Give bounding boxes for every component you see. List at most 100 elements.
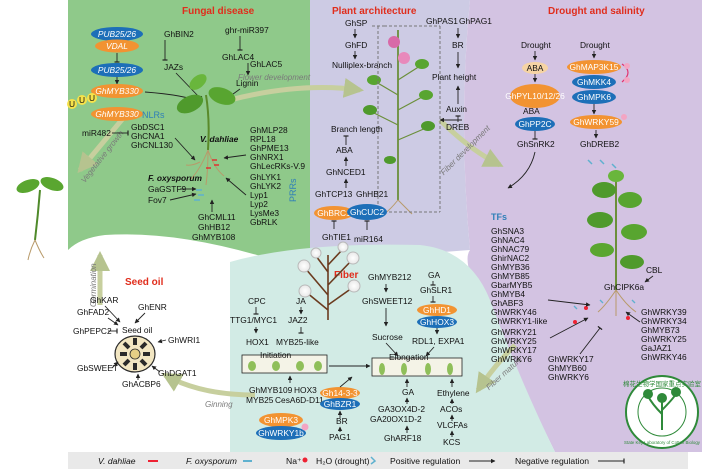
wrky59-node: GhWRKY59: [573, 117, 619, 127]
dreb-label: DREB: [446, 122, 470, 132]
fungal-right-list: GhMLP28 RPL18 GhPME13 GhNRX1 GhLecRKs-V.…: [250, 125, 305, 227]
myb25like-label: MYB25-like: [276, 337, 319, 347]
prrs-label: PRRs: [288, 178, 298, 202]
nlr-gene-list: GbDSC1 GhCNA1 GhCNL130: [131, 122, 173, 150]
vlcfas-label: VLCFAs: [437, 420, 468, 430]
ginning-label: Ginning: [205, 400, 233, 409]
tf-gene: GhWRKY6: [491, 354, 532, 364]
mpk3-node: GhMPK3: [264, 415, 298, 425]
cpc-label: CPC: [248, 296, 266, 306]
ubiquitin-label-2: U: [79, 95, 85, 105]
hb21-label: GhHB21: [356, 189, 388, 199]
kar-label: GhKAR: [90, 295, 118, 305]
tf-gene: GhWRKY1-like: [491, 316, 548, 326]
fungal-bottom-gene: GhHB12: [198, 222, 230, 232]
nlrs-label: NLRs: [142, 110, 165, 120]
logo-english-text: State Key Laboratory of Cotton Biology: [624, 440, 701, 445]
dreb2-label: GhDREB2: [580, 139, 619, 149]
bzr1-node: GhBZR1: [324, 399, 357, 409]
fungal-gene: GhNRX1: [250, 152, 284, 162]
tf-gene: GhirNAC2: [491, 253, 530, 263]
fungal-gene: GhLecRKs-V.9: [250, 161, 305, 171]
drought-label-1: Drought: [521, 40, 551, 50]
flower-dev-label: Flower development: [238, 73, 311, 82]
tf-gene: GhMYB85: [491, 271, 530, 281]
elongation-cells: [379, 363, 453, 375]
arch-br-label: BR: [452, 40, 464, 50]
germinating-seedling: [16, 177, 64, 261]
germination-label: Germination: [89, 263, 98, 307]
fad2-label: GhFAD2: [77, 307, 109, 317]
brc1-node: GhBRC1: [317, 208, 351, 218]
initiation-cells: [248, 361, 322, 371]
tf-gene: GhWRKY17: [491, 345, 537, 355]
auxin-label: Auxin: [446, 104, 467, 114]
map3k-node: GhMAP3K15: [570, 62, 619, 72]
drought-aba-2: ABA: [523, 106, 540, 116]
pub-node-2: PUB25/26: [98, 65, 137, 75]
fiber-ga-2: GA: [402, 387, 415, 397]
pas1-label: GhPAS1: [426, 16, 458, 26]
phospho-mark: [621, 114, 627, 120]
seed-oil-text: Seed oil: [122, 325, 152, 335]
wrky1b-node: GhWRKY1b: [258, 428, 304, 438]
seed-oil-panel: GhKAR GhENR GhFAD2 GhPEPC2 Seed oil GhWR…: [73, 295, 200, 389]
cuc2-node: GhCUC2: [350, 207, 384, 217]
phospho-mark: [624, 63, 630, 69]
water-drops: [587, 159, 617, 169]
legend-pos-label: Positive regulation: [390, 456, 460, 466]
tf-gene: GhWRKY25: [491, 336, 537, 346]
kcs-label: KCS: [443, 437, 461, 447]
ga3ox-label: GA3OX4D-2: [378, 404, 425, 414]
myb212-label: GhMYB212: [368, 272, 412, 282]
legend-na-label: Na⁺: [286, 456, 302, 466]
fd-label: GhFD: [345, 40, 367, 50]
ttg1-label: TTG1/MYC1: [230, 315, 277, 325]
drought-bottom-list: GhWRKY17 GhMYB60 GhWRKY6: [548, 354, 594, 382]
fungal-gene: Lyp2: [250, 199, 268, 209]
legend-vd-label: V. dahliae: [98, 456, 136, 466]
tcp13-label: GhTCP13: [315, 189, 353, 199]
sucrose-label: Sucrose: [372, 332, 403, 342]
nced1-label: GhNCED1: [326, 167, 366, 177]
mpk6-node: GhMPK6: [577, 92, 611, 102]
drought-right-gene: GhMYB73: [641, 325, 680, 335]
legend-background: [68, 452, 688, 469]
mkk4-node: GhMKK4: [577, 77, 611, 87]
nlr-gene: GbDSC1: [131, 122, 165, 132]
rdl1-label: RDL1, EXPA1: [412, 336, 465, 346]
legend-bar: V. dahliae F. oxysporum Na⁺ H₂O (drought…: [68, 452, 688, 469]
cesa-label: CesA6D-D11: [275, 395, 324, 405]
pp2c-node: GhPP2C: [518, 119, 551, 129]
tf-gene: GbarMYB5: [491, 280, 533, 290]
tf-gene: GhMYB4: [491, 289, 525, 299]
sweet12-label: GhSWEET12: [362, 296, 413, 306]
myb330-node-2: GhMYB330: [95, 109, 139, 119]
fov7-label: Fov7: [148, 195, 167, 205]
tfs-label: TFs: [491, 212, 507, 222]
architecture-region: [310, 0, 470, 262]
enr-label: GhENR: [138, 302, 167, 312]
ubiquitin-label-3: U: [89, 93, 95, 103]
sp-label: GhSP: [345, 18, 368, 28]
legend-fo-label: F. oxysporum: [186, 456, 237, 466]
initiation-box: [241, 354, 328, 374]
hox1-label: HOX1: [246, 337, 269, 347]
tf-gene: GhWRKY21: [491, 327, 537, 337]
pepc2-label: GhPEPC2: [73, 326, 112, 336]
ubiquitin-label-1: U: [69, 99, 75, 109]
tf-gene: GhABF3: [491, 298, 523, 308]
ga20ox-label: GA20OX1D-2: [370, 414, 422, 424]
legend-na-mark: [302, 457, 308, 463]
pub-node-1: PUB25/26: [98, 29, 137, 39]
acos-label: ACOs: [440, 404, 462, 414]
mir482-label: miR482: [82, 128, 111, 138]
fungal-gene: LysMe3: [250, 208, 279, 218]
section-title-drought: Drought and salinity: [548, 6, 645, 17]
mir164-label: miR164: [354, 234, 383, 244]
drought-region: [464, 0, 702, 452]
legend-neg-label: Negative regulation: [515, 456, 589, 466]
acbp6-label: GhACBP6: [122, 379, 161, 389]
ethylene-label: Ethylene: [437, 388, 470, 398]
